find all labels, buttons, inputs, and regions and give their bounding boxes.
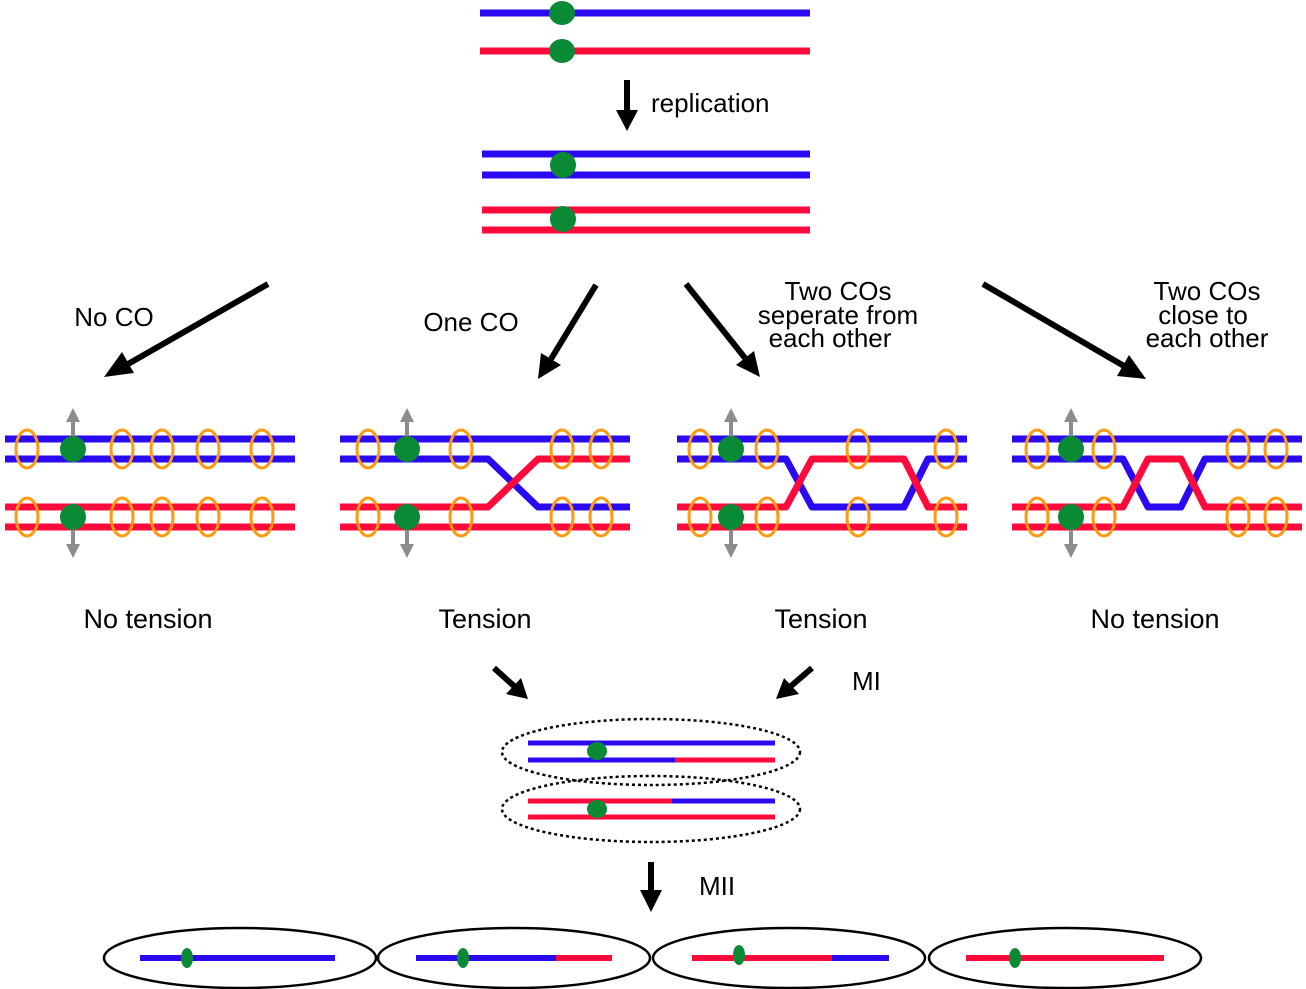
spindle-arrows: [724, 408, 738, 558]
centromere: [549, 39, 575, 63]
centromere: [1009, 948, 1021, 968]
centromere: [733, 945, 745, 965]
centromere: [1058, 436, 1084, 462]
mii-arrow: [640, 862, 662, 912]
centromere: [394, 504, 420, 530]
cohesin-rings: [687, 428, 959, 538]
centromere: [457, 948, 469, 968]
centromere: [181, 948, 193, 968]
tension-label-4: No tension: [1090, 604, 1219, 634]
arrow-one-co: [548, 283, 599, 361]
panel-no-co: [5, 408, 295, 558]
panel-two-cos-separate: [677, 408, 967, 558]
replicated-homologs: [482, 150, 810, 234]
cohesin-rings: [1024, 428, 1289, 538]
two-cos-close-line2: close to: [1158, 300, 1248, 330]
centromere: [587, 800, 607, 818]
spindle-arrows: [66, 408, 80, 558]
mi-label: MI: [852, 666, 881, 696]
centromere: [394, 436, 420, 462]
replication-label: replication: [651, 88, 770, 118]
tension-label-2: Tension: [438, 604, 531, 634]
replication-arrow: [616, 80, 638, 131]
mi-arrows: [491, 665, 814, 699]
arrow-no-co: [126, 281, 270, 367]
cell-outline: [102, 926, 378, 989]
centromere: [1058, 504, 1084, 530]
two-cos-separate-line1: Two COs: [785, 276, 892, 306]
arrow-two-cos-separate: [683, 282, 748, 360]
centromere: [549, 1, 575, 25]
mii-products: [102, 926, 1203, 989]
tension-label-1: No tension: [83, 604, 212, 634]
centromere: [550, 206, 576, 232]
cell-outline: [500, 774, 802, 844]
tension-label-3: Tension: [774, 604, 867, 634]
arrow-two-cos-close: [981, 281, 1126, 369]
two-cos-close-line1: Two COs: [1154, 276, 1261, 306]
no-co-label: No CO: [74, 302, 153, 332]
cohesin-rings: [355, 428, 614, 538]
spindle-arrows: [1064, 408, 1078, 558]
centromere: [718, 504, 744, 530]
mi-products: [500, 717, 802, 844]
panel-one-co: [340, 408, 630, 558]
cell-outline: [927, 926, 1203, 989]
centromere: [60, 504, 86, 530]
two-cos-separate-line2: seperate from: [758, 300, 918, 330]
mii-label: MII: [699, 871, 735, 901]
branch-arrows: [104, 281, 1146, 379]
centromere: [550, 152, 576, 178]
cell-outline: [651, 926, 927, 989]
spindle-arrows: [400, 408, 414, 558]
cell-outline: [500, 717, 802, 787]
cohesin-rings: [14, 428, 275, 538]
panel-two-cos-close: [1012, 408, 1302, 558]
two-cos-separate-line3: each other: [769, 323, 892, 353]
one-co-label: One CO: [423, 307, 518, 337]
cell-outline: [376, 926, 652, 989]
centromere: [587, 742, 607, 760]
centromere: [718, 436, 744, 462]
centromere: [60, 436, 86, 462]
unreplicated-homologs: [480, 1, 810, 63]
two-cos-close-line3: each other: [1146, 323, 1269, 353]
